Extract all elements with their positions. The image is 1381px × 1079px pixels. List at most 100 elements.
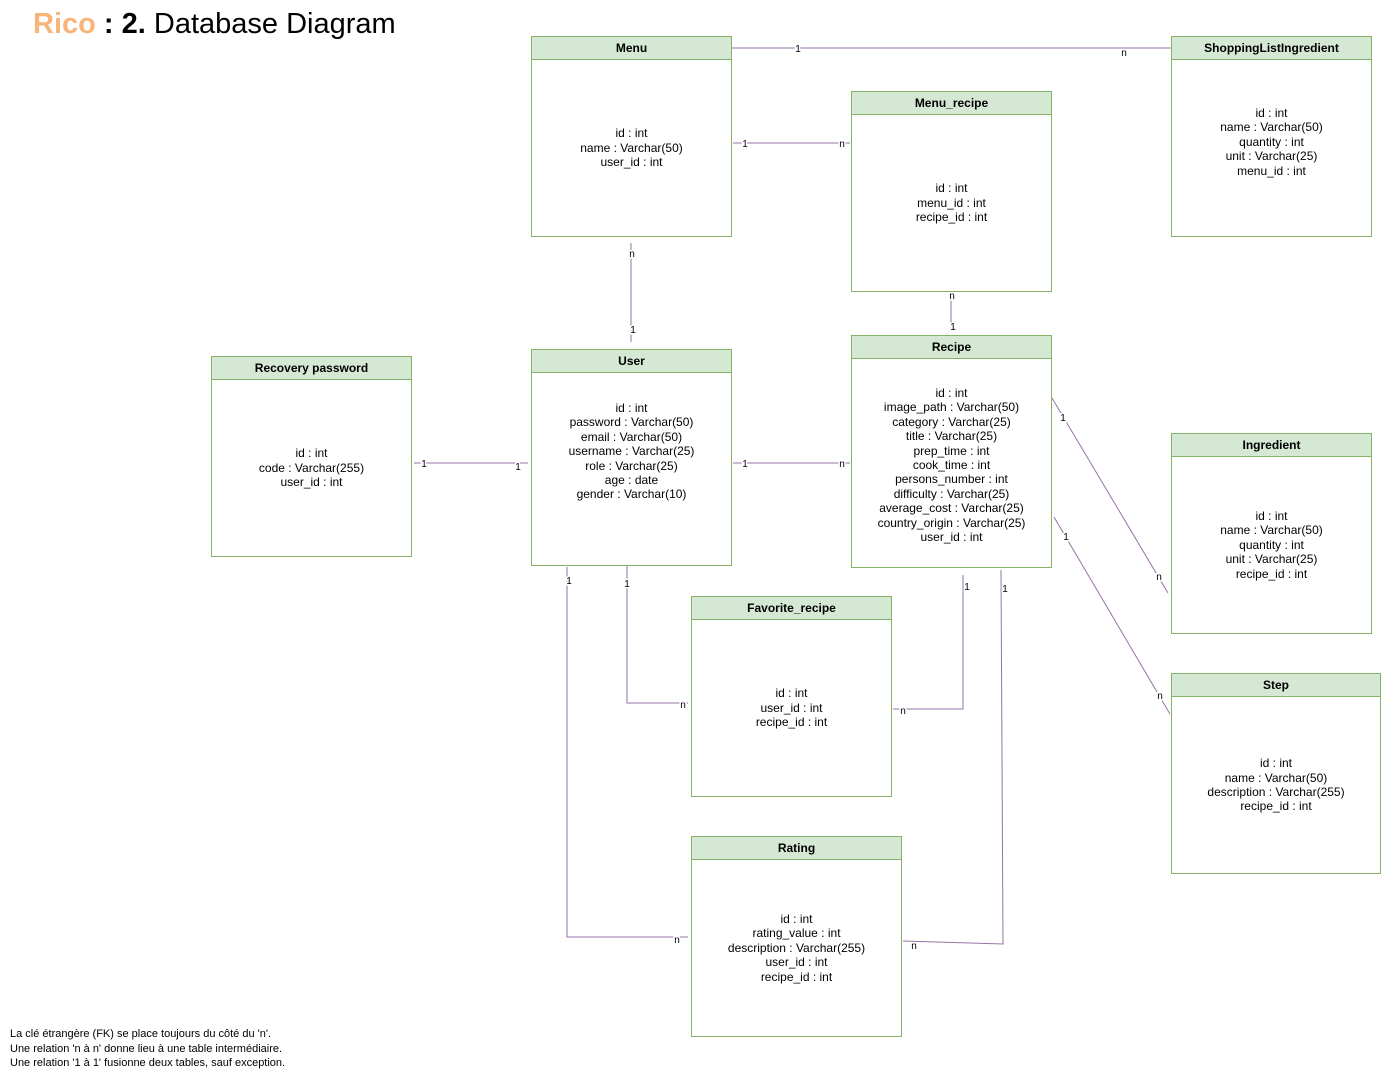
field: email : Varchar(50) bbox=[580, 429, 683, 444]
entity-favorite-recipe-title: Favorite_recipe bbox=[692, 597, 891, 620]
footnote-line: La clé étrangère (FK) se place toujours … bbox=[10, 1028, 272, 1040]
field: username : Varchar(25) bbox=[568, 444, 695, 459]
card-menu-menurecipe-to: n bbox=[839, 139, 845, 150]
card-user-menu-to: n bbox=[629, 249, 635, 260]
field: id : int bbox=[615, 126, 648, 141]
title-brand: Rico bbox=[33, 8, 96, 40]
field: recipe_id : int bbox=[1240, 799, 1312, 814]
entity-ingredient[interactable]: Ingredient id : int name : Varchar(50) q… bbox=[1171, 433, 1372, 634]
field: rating_value : int bbox=[752, 926, 841, 941]
field: persons_number : int bbox=[895, 472, 1008, 487]
card-user-favorite-to: n bbox=[680, 700, 686, 711]
field: recipe_id : int bbox=[915, 210, 988, 225]
field: category : Varchar(25) bbox=[892, 414, 1011, 429]
entity-step[interactable]: Step id : int name : Varchar(50) descrip… bbox=[1171, 673, 1381, 874]
field: unit : Varchar(25) bbox=[1225, 149, 1318, 164]
entity-user-fields: id : int password : Varchar(50) email : … bbox=[532, 373, 731, 565]
footnote: La clé étrangère (FK) se place toujours … bbox=[10, 1027, 285, 1071]
card-recipe-ingredient-to: n bbox=[1156, 572, 1162, 583]
card-recovery-user-to: 1 bbox=[515, 462, 521, 473]
entity-step-title: Step bbox=[1172, 674, 1380, 697]
entity-menu[interactable]: Menu id : int name : Varchar(50) user_id… bbox=[531, 36, 732, 237]
field: user_id : int bbox=[920, 530, 983, 545]
entity-step-fields: id : int name : Varchar(50) description … bbox=[1172, 697, 1380, 873]
field: recipe_id : int bbox=[755, 715, 828, 730]
entity-recovery-password-fields: id : int code : Varchar(255) user_id : i… bbox=[212, 380, 411, 556]
entity-recovery-password-title: Recovery password bbox=[212, 357, 411, 380]
field: average_cost : Varchar(25) bbox=[879, 501, 1024, 516]
entity-recovery-password[interactable]: Recovery password id : int code : Varcha… bbox=[211, 356, 412, 557]
entity-menu-fields: id : int name : Varchar(50) user_id : in… bbox=[532, 60, 731, 236]
field: title : Varchar(25) bbox=[905, 429, 998, 444]
link-user-rating bbox=[566, 567, 688, 938]
card-recipe-favorite-to: n bbox=[900, 706, 906, 717]
field: role : Varchar(25) bbox=[585, 458, 678, 473]
card-user-recipe-from: 1 bbox=[742, 459, 748, 470]
field: menu_id : int bbox=[917, 195, 986, 210]
entity-shopping-list-ingredient-title: ShoppingListIngredient bbox=[1172, 37, 1371, 60]
field: quantity : int bbox=[1239, 134, 1304, 149]
field: gender : Varchar(10) bbox=[576, 487, 687, 502]
field: code : Varchar(255) bbox=[258, 460, 365, 475]
field: password : Varchar(50) bbox=[569, 415, 694, 430]
entity-shopping-list-ingredient-fields: id : int name : Varchar(50) quantity : i… bbox=[1172, 60, 1371, 236]
link-recipe-step bbox=[1053, 516, 1171, 715]
card-menu-shopping-from: 1 bbox=[795, 44, 801, 55]
card-recipe-step-from: 1 bbox=[1063, 532, 1069, 543]
footnote-line: Une relation 'n à n' donne lieu à une ta… bbox=[10, 1042, 283, 1055]
field: user_id : int bbox=[600, 155, 663, 170]
field: id : int bbox=[1255, 106, 1288, 120]
field: recipe_id : int bbox=[1235, 566, 1308, 581]
field: name : Varchar(50) bbox=[580, 140, 683, 155]
entity-menu-recipe-title: Menu_recipe bbox=[852, 92, 1051, 115]
card-user-rating-to: n bbox=[674, 935, 680, 946]
field: name : Varchar(50) bbox=[1224, 770, 1328, 785]
title-text: Database Diagram bbox=[145, 8, 396, 40]
field: user_id : int bbox=[280, 475, 343, 490]
entity-favorite-recipe-fields: id : int user_id : int recipe_id : int bbox=[692, 620, 891, 796]
field: id : int bbox=[935, 386, 968, 400]
card-user-rating-from: 1 bbox=[566, 576, 572, 587]
card-menu-shopping-to: n bbox=[1121, 48, 1127, 59]
card-recipe-ingredient-from: 1 bbox=[1060, 413, 1066, 424]
entity-user[interactable]: User id : int password : Varchar(50) ema… bbox=[531, 349, 732, 566]
field: id : int bbox=[295, 446, 328, 461]
entity-recipe-title: Recipe bbox=[852, 336, 1051, 359]
field: menu_id : int bbox=[1237, 163, 1306, 178]
entity-ingredient-fields: id : int name : Varchar(50) quantity : i… bbox=[1172, 457, 1371, 633]
card-recipe-menurecipe-to: n bbox=[949, 291, 955, 302]
field: id : int bbox=[1259, 756, 1292, 771]
field: image_path : Varchar(50) bbox=[883, 400, 1020, 415]
card-user-favorite-from: 1 bbox=[624, 579, 630, 590]
entity-menu-title: Menu bbox=[532, 37, 731, 60]
link-user-favorite bbox=[626, 565, 688, 704]
field: description : Varchar(255) bbox=[1207, 785, 1345, 799]
entity-menu-recipe[interactable]: Menu_recipe id : int menu_id : int recip… bbox=[851, 91, 1052, 292]
entity-rating-fields: id : int rating_value : int description … bbox=[692, 860, 901, 1036]
entity-favorite-recipe[interactable]: Favorite_recipe id : int user_id : int r… bbox=[691, 596, 892, 797]
field: unit : Varchar(25) bbox=[1225, 552, 1318, 567]
field: prep_time : int bbox=[913, 443, 990, 458]
card-user-menu-from: 1 bbox=[630, 325, 636, 336]
field: id : int bbox=[935, 181, 968, 196]
entity-recipe[interactable]: Recipe id : int image_path : Varchar(50)… bbox=[851, 335, 1052, 568]
field: name : Varchar(50) bbox=[1220, 120, 1323, 135]
entity-menu-recipe-fields: id : int menu_id : int recipe_id : int bbox=[852, 115, 1051, 291]
field: id : int bbox=[780, 911, 813, 926]
page-title: Rico : 2. Database Diagram bbox=[33, 8, 396, 41]
field: name : Varchar(50) bbox=[1220, 523, 1323, 538]
entity-shopping-list-ingredient[interactable]: ShoppingListIngredient id : int name : V… bbox=[1171, 36, 1372, 237]
entity-rating[interactable]: Rating id : int rating_value : int descr… bbox=[691, 836, 902, 1037]
card-menu-menurecipe-from: 1 bbox=[742, 139, 748, 150]
title-number: 2. bbox=[121, 8, 146, 40]
card-recovery-user-from: 1 bbox=[421, 459, 427, 470]
field: id : int bbox=[615, 401, 648, 415]
entity-recipe-fields: id : int image_path : Varchar(50) catego… bbox=[852, 359, 1051, 567]
link-recipe-favorite bbox=[893, 575, 964, 710]
card-recipe-rating-from: 1 bbox=[1002, 584, 1008, 595]
card-recipe-favorite-from: 1 bbox=[964, 582, 970, 593]
field: country_origin : Varchar(25) bbox=[877, 515, 1026, 530]
link-recipe-rating bbox=[902, 569, 1004, 945]
field: user_id : int bbox=[765, 955, 828, 970]
